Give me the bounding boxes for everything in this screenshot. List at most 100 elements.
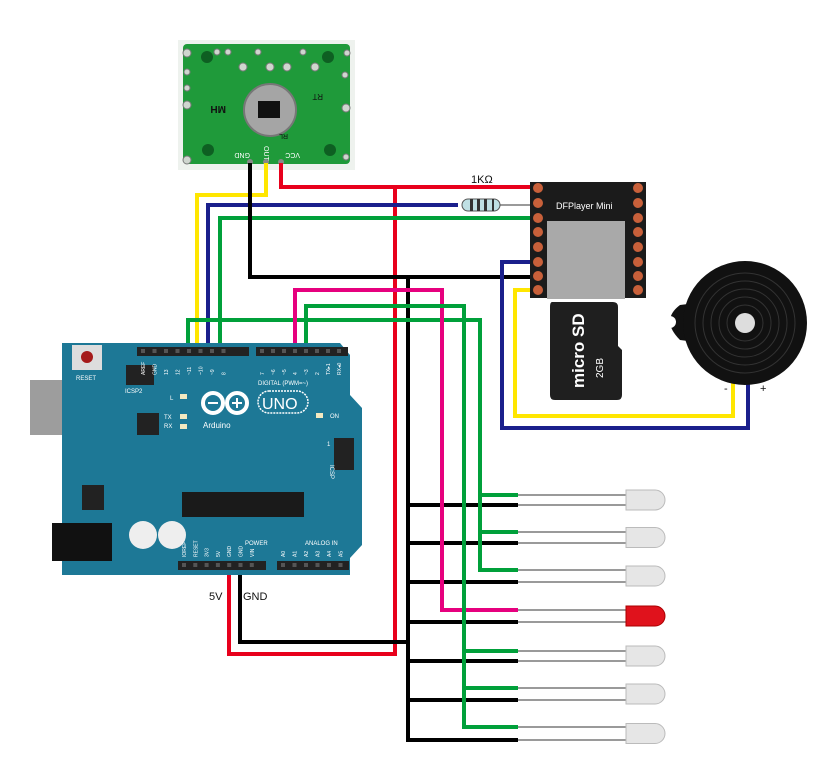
pin-label: 13 — [164, 369, 170, 375]
wire-pin13-leds — [186, 318, 518, 572]
header-pin[interactable] — [238, 563, 243, 567]
pir-pin-gnd-label: GND — [234, 151, 250, 158]
reset-button-cap[interactable] — [81, 351, 93, 363]
led-2 — [518, 527, 666, 548]
header-pin[interactable] — [338, 563, 343, 567]
pin-label: A5 — [339, 551, 345, 557]
header-pin[interactable] — [141, 349, 145, 353]
speaker-plus-label: + — [760, 383, 766, 395]
header-pin[interactable] — [304, 563, 308, 567]
pin-label: A0 — [281, 551, 287, 557]
power-header — [178, 561, 266, 570]
led-3 — [518, 565, 666, 587]
wire-pin3-leds — [304, 304, 518, 729]
header-pin[interactable] — [215, 563, 220, 567]
voltage-regulator — [82, 485, 104, 510]
pir-pin-vcc-label: VCC — [285, 151, 300, 158]
header-pin[interactable] — [315, 349, 319, 353]
led-l-label: L — [170, 396, 174, 402]
pin-label: RESET — [193, 540, 199, 557]
header-pin[interactable] — [292, 563, 297, 567]
pin-label: TX▸1 — [326, 363, 332, 375]
header-pin[interactable] — [271, 349, 275, 353]
header-pin[interactable] — [175, 349, 180, 353]
speaker-center — [735, 313, 755, 333]
header-pin[interactable] — [326, 349, 330, 353]
header-pin[interactable] — [164, 349, 168, 353]
header-pin[interactable] — [304, 349, 308, 353]
wire-arduino-gnd — [238, 562, 408, 644]
pir-window — [258, 101, 280, 118]
pir-sensor: MH RT RL GND OUT VCC — [178, 40, 355, 170]
header-pin[interactable] — [281, 563, 285, 567]
pin-label: RX◂0 — [337, 363, 343, 375]
header-pin[interactable] — [315, 563, 320, 567]
led-on-label: ON — [330, 414, 339, 420]
speaker-minus-label: - — [724, 383, 728, 395]
pin-label: 2 — [315, 372, 321, 375]
header-pin[interactable] — [204, 563, 209, 567]
led-body — [625, 723, 666, 744]
header-pin[interactable] — [337, 349, 341, 353]
label-gnd: GND — [243, 591, 268, 603]
led-body — [625, 565, 666, 587]
icsp-header — [334, 438, 354, 470]
header-pin[interactable] — [210, 349, 214, 353]
pin-label: IOREF — [182, 542, 188, 557]
reset-label: RESET — [76, 376, 96, 382]
header-pin[interactable] — [282, 349, 286, 353]
header-pin[interactable] — [293, 349, 297, 353]
sd-card-capacity: 2GB — [595, 358, 606, 378]
pin-label: ~5 — [282, 369, 288, 375]
icsp2-label: ICSP2 — [125, 389, 143, 395]
pin-label: 4 — [293, 372, 299, 375]
pin-label: ~11 — [187, 367, 193, 375]
sd-card-body — [550, 302, 622, 400]
header-pin[interactable] — [260, 349, 264, 353]
resistor-label: 1KΩ — [471, 174, 493, 186]
icsp-label: ICSP — [328, 465, 334, 479]
pin-label: GND — [153, 364, 159, 376]
pir-chip-label: MH — [210, 103, 226, 114]
header-pin[interactable] — [249, 563, 254, 567]
led-5 — [518, 645, 666, 667]
header-pin[interactable] — [327, 563, 331, 567]
pin-label: A1 — [293, 551, 299, 557]
header-pin[interactable] — [187, 349, 191, 353]
dfplayer-pins — [533, 183, 643, 295]
wires — [186, 163, 750, 742]
header-pin[interactable] — [227, 563, 232, 567]
led-1 — [518, 489, 666, 511]
pin-label: A4 — [327, 551, 333, 557]
header-pin[interactable] — [152, 349, 157, 353]
label-5v: 5V — [209, 591, 223, 603]
pir-pin-out-label: OUT — [262, 146, 269, 162]
power-label: POWER — [245, 541, 268, 547]
pin-label: 5V — [216, 550, 222, 557]
pin-label: ~6 — [271, 369, 277, 375]
header-pin[interactable] — [193, 563, 198, 567]
led-4 — [518, 605, 666, 627]
pin-label: ~10 — [199, 366, 205, 375]
header-pin[interactable] — [182, 563, 186, 567]
sd-card-brand: micro SD — [569, 313, 588, 388]
arduino-uno: RESET ICSP2 1 ICSP UNO Arduino L TX RX O… — [30, 343, 362, 575]
wire-gnd-pir-dfplayer — [248, 163, 538, 279]
header-pin[interactable] — [221, 349, 226, 353]
pin-label: AREF — [141, 362, 147, 375]
capacitor-1 — [129, 521, 157, 549]
led-body — [625, 527, 666, 548]
wire-5v-rail — [227, 187, 397, 656]
header-pin[interactable] — [198, 349, 203, 353]
micro-sd-card: micro SD 2GB — [550, 302, 622, 400]
pin-label: ~9 — [210, 369, 216, 375]
wire-pin11-to-resistor — [206, 203, 458, 352]
uno-label: UNO — [262, 396, 298, 413]
led-body — [625, 683, 666, 705]
wire-speaker-plus — [500, 260, 750, 430]
led-tx-label: TX — [164, 415, 172, 421]
piezo-speaker: - + — [664, 261, 807, 395]
pin-label: 3V3 — [205, 548, 211, 557]
power-jack[interactable] — [52, 523, 112, 561]
wire-speaker-minus — [513, 288, 735, 418]
